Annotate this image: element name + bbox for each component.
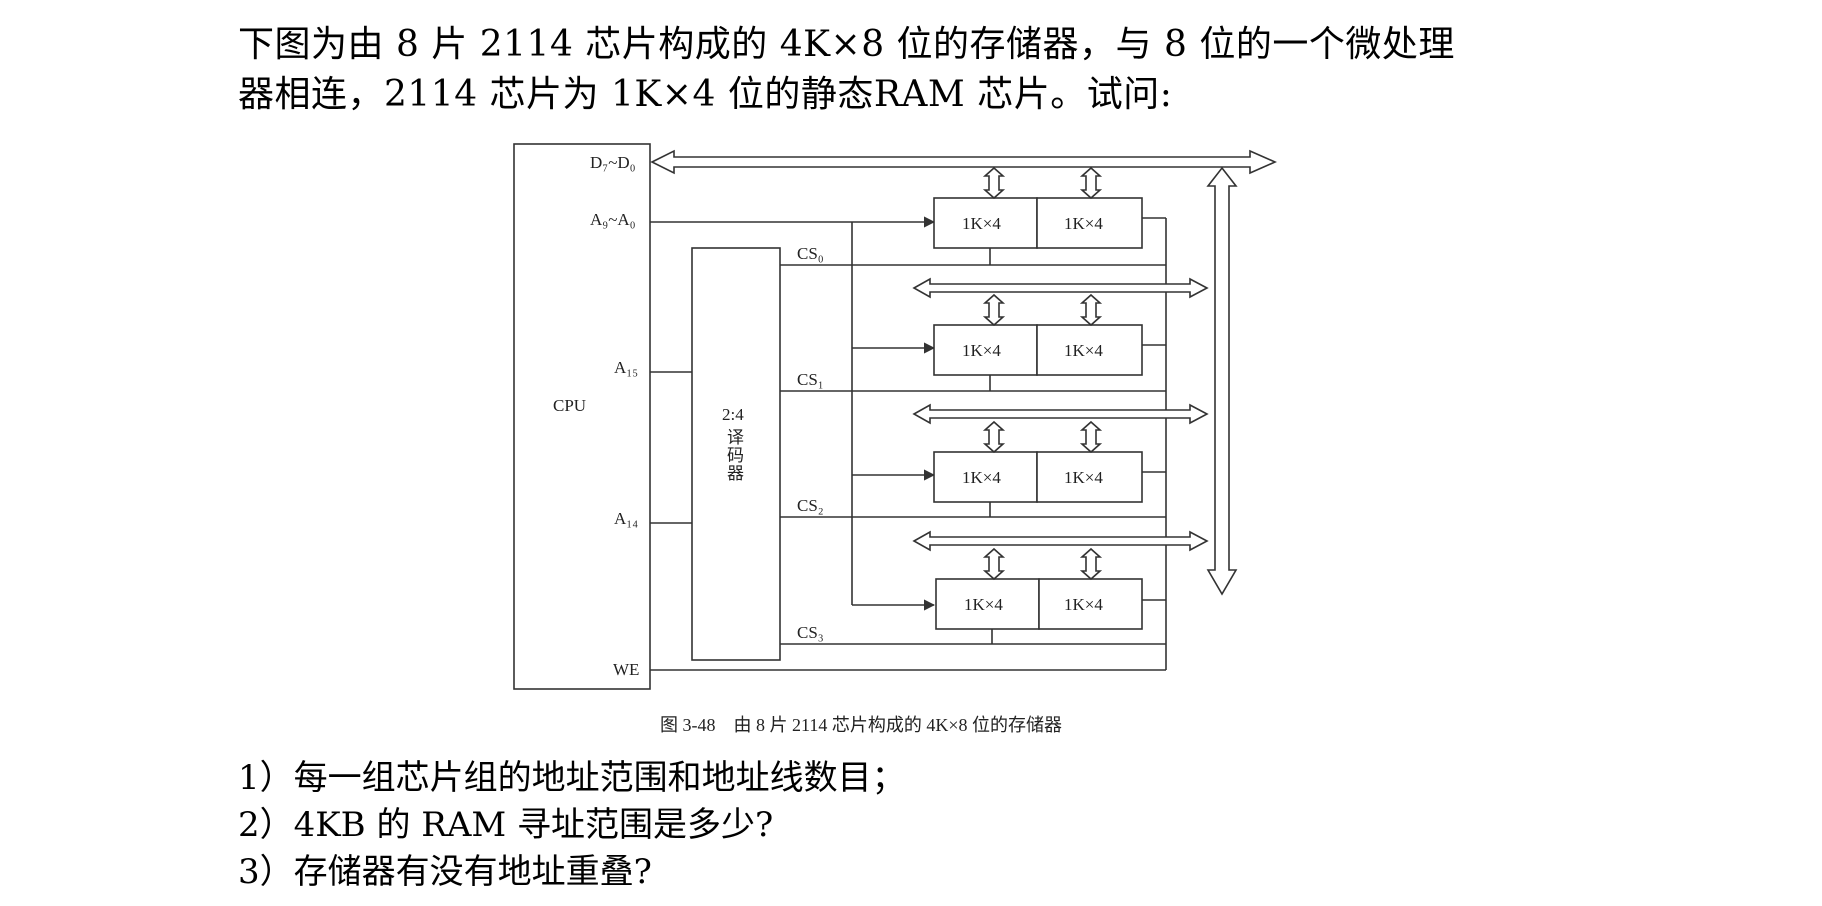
data-bus-label: D₇~D₀ xyxy=(590,153,636,172)
memory-chip xyxy=(933,197,1038,249)
chip-label: 1K×4 xyxy=(962,341,1001,360)
cpu-label: CPU xyxy=(553,396,586,415)
chip-data-arrow xyxy=(982,547,1006,581)
decoder-label: 译 xyxy=(727,428,744,447)
chip-data-arrow xyxy=(982,420,1006,454)
cs-label: CS₁ xyxy=(797,370,824,389)
intro-line-1: 下图为由 8 片 2114 芯片构成的 4K×8 位的存储器，与 8 位的一个微… xyxy=(238,24,1455,65)
chip-data-arrow xyxy=(982,166,1006,200)
chip-data-arrow xyxy=(1079,293,1103,327)
address-bus-label: A₉~A₀ xyxy=(590,210,636,229)
intro-line-2: 器相连，2114 芯片为 1K×4 位的静态RAM 芯片。试问: xyxy=(238,74,1173,115)
chip-label: 1K×4 xyxy=(964,595,1003,614)
chip-label: 1K×4 xyxy=(1064,341,1103,360)
cpu-box xyxy=(513,143,651,690)
question-item: 1）每一组芯片组的地址范围和地址线数目； xyxy=(238,758,906,798)
questions-list: 1）每一组芯片组的地址范围和地址线数目； 2）4KB 的 RAM 寻址范围是多少… xyxy=(238,755,906,896)
cs-label: CS₀ xyxy=(797,244,824,263)
cs-label: CS₂ xyxy=(797,496,824,515)
memory-chip xyxy=(1036,197,1143,249)
figure-caption: 图 3-48 由 8 片 2114 芯片构成的 4K×8 位的存储器 xyxy=(660,715,1062,735)
decoder-label: 2:4 xyxy=(722,405,744,424)
memory-chip xyxy=(1036,324,1143,376)
chip-label: 1K×4 xyxy=(962,214,1001,233)
data-bus-arrow xyxy=(650,149,1277,175)
chip-data-arrow xyxy=(1079,166,1103,200)
memory-chip xyxy=(1036,451,1143,503)
decoder-label: 码 xyxy=(727,446,744,465)
chip-label: 1K×4 xyxy=(1064,214,1103,233)
bus-arrow-group-1 xyxy=(912,277,1209,299)
chip-data-arrow xyxy=(982,293,1006,327)
decoder-box xyxy=(691,247,781,661)
chip-data-arrow xyxy=(1079,420,1103,454)
a14-label: A₁₄ xyxy=(614,509,638,528)
problem-statement: 下图为由 8 片 2114 芯片构成的 4K×8 位的存储器，与 8 位的一个微… xyxy=(238,20,1538,120)
chip-label: 1K×4 xyxy=(962,468,1001,487)
memory-chip xyxy=(1038,578,1143,630)
we-label: WE xyxy=(613,660,639,679)
decoder-label: 器 xyxy=(727,464,744,483)
chip-data-arrow xyxy=(1079,547,1103,581)
cs-label: CS₃ xyxy=(797,623,824,642)
vertical-bus-arrow xyxy=(1206,166,1238,596)
a15-label: A₁₅ xyxy=(614,358,638,377)
chip-label: 1K×4 xyxy=(1064,595,1103,614)
question-item: 2）4KB 的 RAM 寻址范围是多少? xyxy=(238,805,774,845)
bus-arrow-group-3 xyxy=(912,530,1209,552)
question-item: 3）存储器有没有地址重叠? xyxy=(238,852,652,892)
memory-chip xyxy=(933,451,1038,503)
chip-label: 1K×4 xyxy=(1064,468,1103,487)
bus-arrow-group-2 xyxy=(912,403,1209,425)
